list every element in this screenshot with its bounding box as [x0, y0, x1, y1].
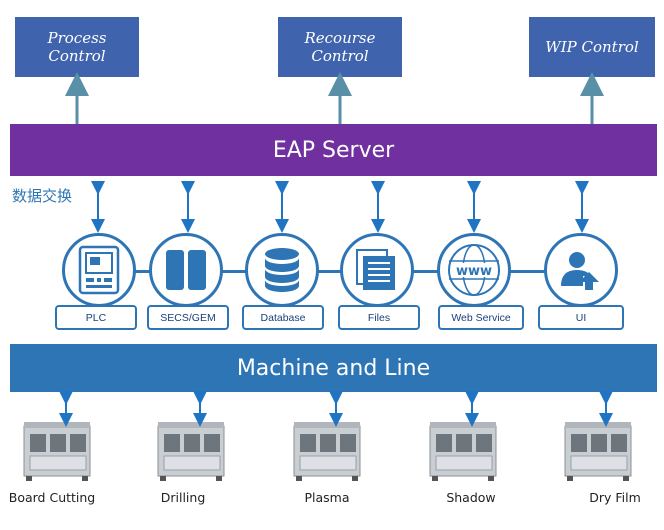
web-service-label: Web Service — [438, 305, 524, 330]
database-label: Database — [242, 305, 324, 330]
secs-gem-icon — [149, 233, 223, 307]
web-service-globe-icon: www — [437, 233, 511, 307]
service-bi-arrows — [91, 181, 589, 233]
database-icon — [245, 233, 319, 307]
wip-control-box: WIP Control — [529, 17, 655, 77]
recourse-control-box: Recourse Control — [278, 17, 402, 77]
plasma-label: Plasma — [304, 490, 350, 505]
dry-film-machine-image — [563, 420, 633, 482]
plc-icon — [62, 233, 136, 307]
process-control-box: Process Control — [15, 17, 139, 77]
files-label: Files — [338, 305, 420, 330]
plasma-machine-image — [292, 420, 362, 482]
machine-and-line-band: Machine and Line — [10, 344, 657, 392]
board-cutting-label: Board Cutting — [8, 490, 96, 505]
drilling-label: Drilling — [160, 490, 206, 505]
drilling-machine-image — [156, 420, 226, 482]
shadow-machine-image — [428, 420, 498, 482]
plc-label: PLC — [55, 305, 137, 330]
data-exchange-label: 数据交换 — [12, 187, 73, 205]
dry-film-label: Dry Film — [589, 490, 641, 505]
ui-label: UI — [538, 305, 624, 330]
svg-text:www: www — [456, 264, 492, 279]
board-cutting-machine-image — [22, 420, 92, 482]
secs-gem-label: SECS/GEM — [147, 305, 229, 330]
machine-bi-arrows — [59, 391, 613, 427]
shadow-label: Shadow — [446, 490, 496, 505]
eap-server-band: EAP Server — [10, 124, 657, 176]
